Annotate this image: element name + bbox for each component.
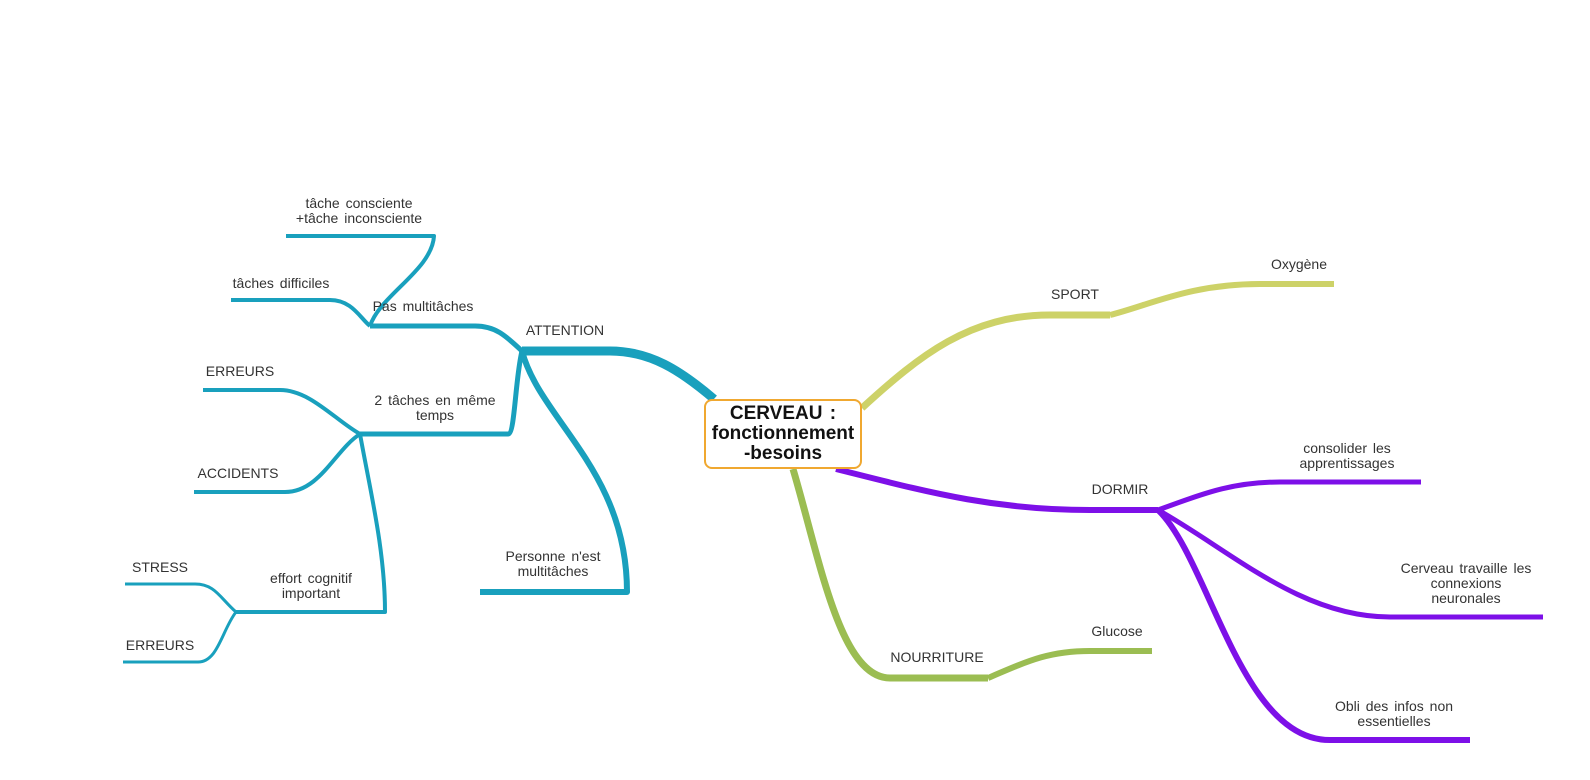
central-topic[interactable]: CERVEAU : fonctionnement -besoins <box>704 399 862 469</box>
connector-effort-erreurs <box>123 611 238 664</box>
connector-deux-taches-effort-cognitif <box>236 433 387 614</box>
topic-erreurs-2[interactable]: ERREURS <box>125 637 195 653</box>
connector-center-attention <box>522 346 717 403</box>
topic-consolider[interactable]: consolider les apprentissages <box>1299 440 1395 471</box>
topic-tache-consciente[interactable]: tâche consciente +tâche inconsciente <box>295 195 423 226</box>
connector-dormir-consolider <box>1157 479 1421 513</box>
topic-dormir[interactable]: DORMIR <box>1091 481 1149 497</box>
connector-center-dormir <box>835 466 1158 513</box>
topic-attention[interactable]: ATTENTION <box>525 322 605 338</box>
topic-pas-multitaches[interactable]: Pas multitâches <box>372 298 474 314</box>
connector-dormir-obli <box>1155 507 1470 743</box>
topic-deux-taches[interactable]: 2 tâches en même temps <box>374 392 496 423</box>
topic-nourriture[interactable]: NOURRITURE <box>890 649 984 665</box>
connector-attention-deux-taches <box>360 350 525 437</box>
topic-glucose[interactable]: Glucose <box>1091 623 1143 639</box>
topic-obli[interactable]: Obli des infos non essentielles <box>1334 698 1454 729</box>
topic-cerveau-travaille[interactable]: Cerveau travaille les connexions neurona… <box>1400 560 1532 606</box>
connector-pas-multitaches-tache-consciente <box>286 234 436 327</box>
connector-nourriture-glucose <box>986 648 1152 681</box>
topic-accidents[interactable]: ACCIDENTS <box>197 465 279 481</box>
topic-erreurs[interactable]: ERREURS <box>205 363 275 379</box>
topic-stress[interactable]: STRESS <box>131 559 188 575</box>
connector-effort-stress <box>125 582 237 614</box>
topic-oxygene[interactable]: Oxygène <box>1270 256 1328 272</box>
connector-dormir-cerveau-travaille <box>1156 507 1543 620</box>
topic-effort-cognitif[interactable]: effort cognitif important <box>270 570 352 601</box>
connector-deux-taches-erreurs <box>203 388 361 436</box>
connector-center-nourriture <box>789 468 988 682</box>
connector-attention-personne <box>480 350 630 595</box>
connector-deux-taches-accidents <box>194 432 362 494</box>
topic-personne[interactable]: Personne n'est multitâches <box>505 548 601 579</box>
topic-sport[interactable]: SPORT <box>1051 286 1099 302</box>
connector-sport-oxygene <box>1109 281 1334 318</box>
connector-pas-multitaches-taches-difficiles <box>231 298 372 328</box>
connector-center-sport <box>859 311 1110 411</box>
connector-attention-pas-multitaches <box>370 323 524 353</box>
topic-taches-difficiles[interactable]: tâches difficiles <box>232 275 330 291</box>
